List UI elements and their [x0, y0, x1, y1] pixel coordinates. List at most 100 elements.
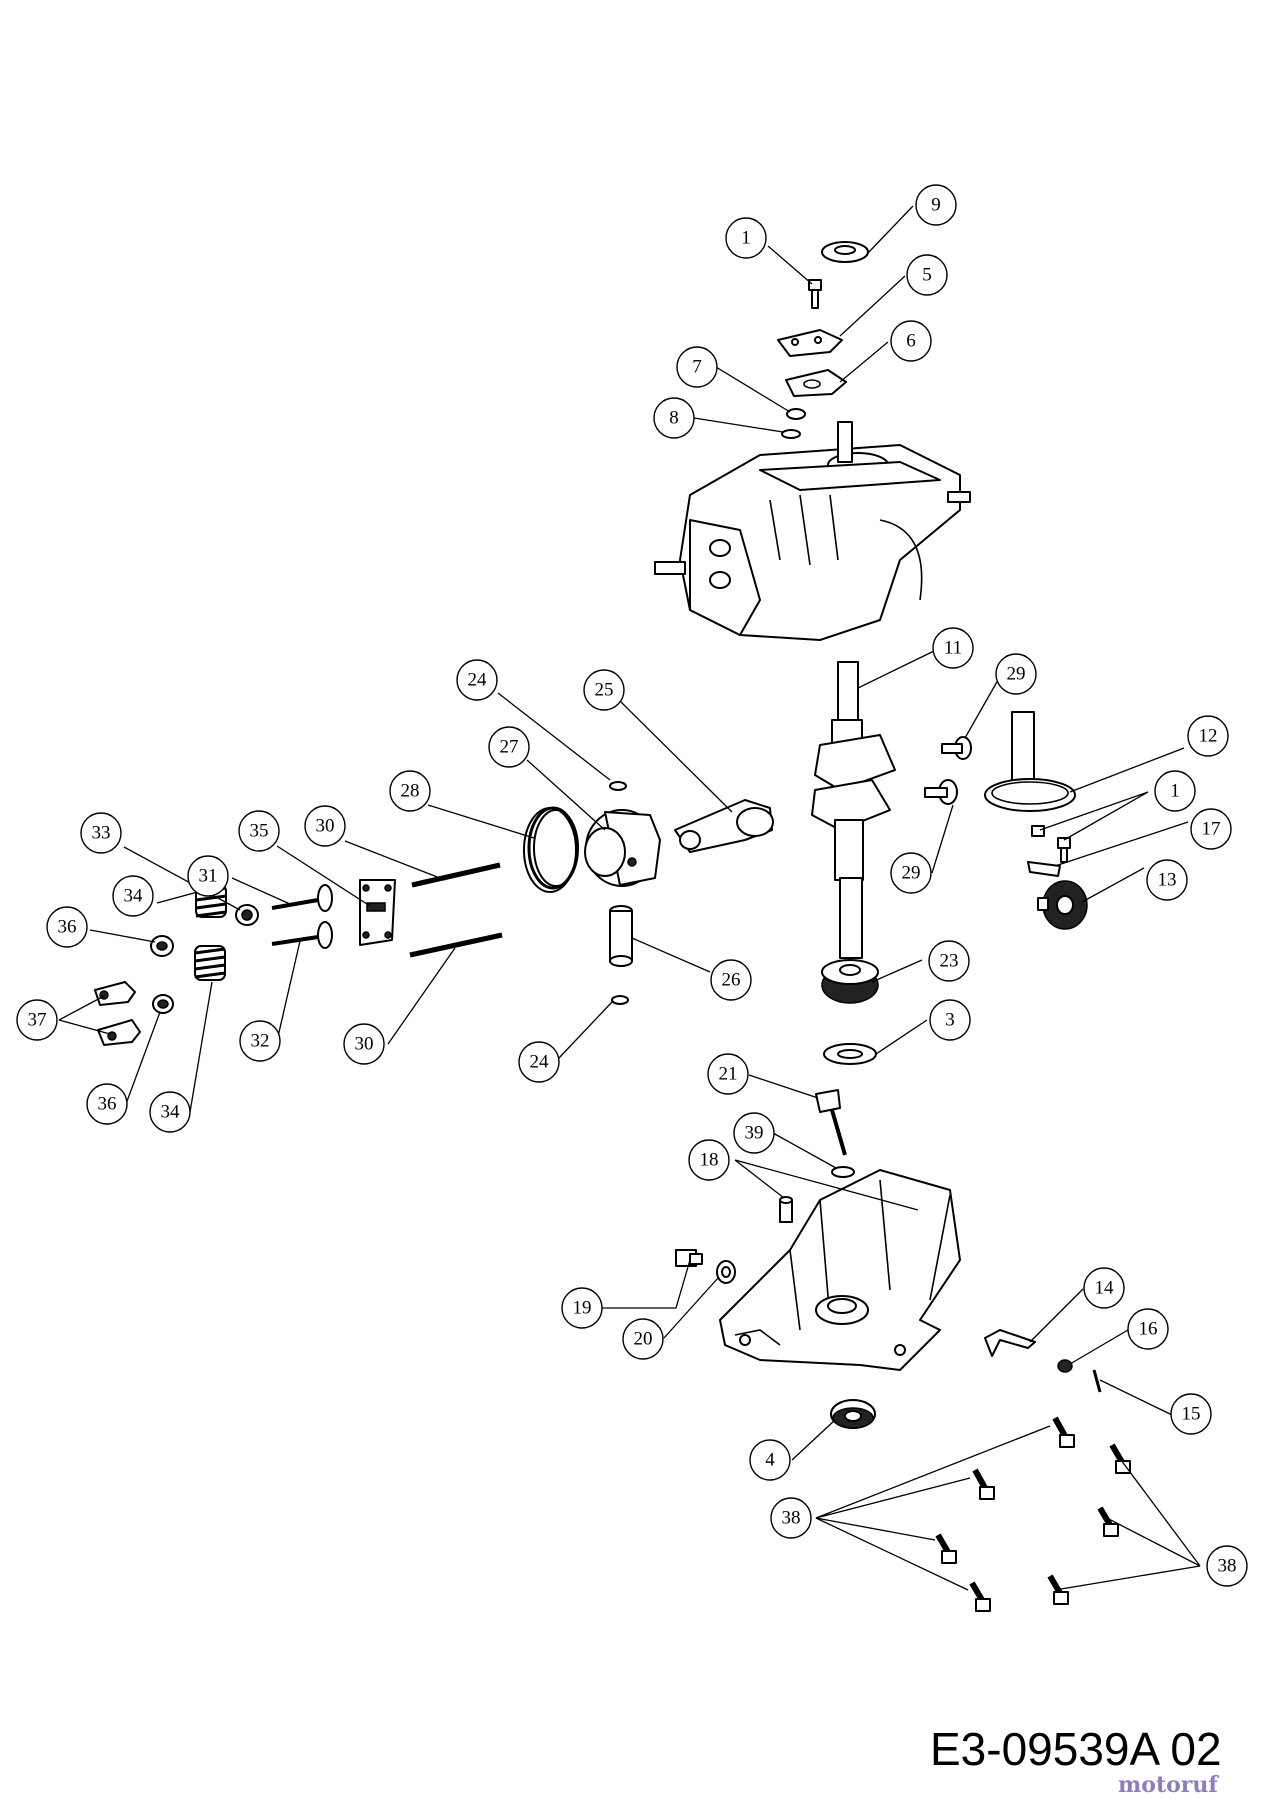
- callout-30-lower: 30: [343, 1023, 385, 1065]
- svg-text:14: 14: [1095, 1278, 1115, 1299]
- sump-bolt-7: [1047, 1574, 1069, 1605]
- callout-19: 19: [561, 1287, 603, 1329]
- callout-31: 31: [187, 855, 229, 897]
- svg-text:30: 30: [355, 1034, 374, 1055]
- callout-6: 6: [890, 320, 932, 362]
- svg-text:38: 38: [1218, 1556, 1237, 1577]
- svg-text:38: 38: [782, 1508, 801, 1529]
- sump-bolt-3: [935, 1533, 957, 1564]
- svg-text:33: 33: [92, 823, 111, 844]
- callout-8: 8: [653, 397, 695, 439]
- svg-text:32: 32: [251, 1031, 270, 1052]
- svg-text:4: 4: [765, 1450, 775, 1471]
- intake-valve: [271, 884, 333, 912]
- bolt-pair: [1031, 825, 1071, 863]
- parts-drawing: [94, 241, 1131, 1612]
- svg-text:15: 15: [1182, 1404, 1201, 1425]
- callout-29-lower: 29: [890, 852, 932, 894]
- svg-text:29: 29: [1007, 664, 1026, 685]
- valve-washer: [786, 408, 806, 420]
- callout-37: 37: [16, 999, 58, 1041]
- svg-text:34: 34: [161, 1102, 181, 1123]
- callout-34-lower: 34: [149, 1091, 191, 1133]
- o-ring: [781, 429, 801, 439]
- connecting-rod: [674, 799, 774, 853]
- crankshaft: [811, 661, 896, 959]
- governor-shaft: [984, 1329, 1036, 1357]
- callout-35: 35: [238, 810, 280, 852]
- callout-21: 21: [707, 1053, 749, 1095]
- callout-4: 4: [749, 1439, 791, 1481]
- callout-11: 11: [932, 627, 974, 669]
- callout-7: 7: [676, 346, 718, 388]
- svg-text:7: 7: [692, 357, 702, 378]
- oil-seal-bottom: [830, 1399, 876, 1429]
- camshaft-pin-upper: [941, 736, 972, 760]
- svg-text:26: 26: [722, 970, 741, 991]
- callout-36-lower: 36: [86, 1083, 128, 1125]
- callout-32: 32: [239, 1020, 281, 1062]
- svg-text:6: 6: [906, 331, 916, 352]
- callout-27: 27: [488, 726, 530, 768]
- piston-pin-clip-lower: [611, 995, 629, 1005]
- sump-bolt-1: [1052, 1416, 1075, 1448]
- drain-plug-washer: [716, 1260, 736, 1284]
- breather-plate: [777, 329, 843, 357]
- svg-text:1: 1: [1170, 781, 1180, 802]
- crankshaft-gear: [821, 959, 879, 1004]
- spring-retainer-lower: [152, 994, 174, 1014]
- push-rod-lower: [409, 932, 503, 958]
- governor-bracket: [1027, 861, 1061, 877]
- svg-text:23: 23: [940, 951, 959, 972]
- svg-text:1: 1: [741, 228, 751, 249]
- valve-stem-seal: [235, 904, 259, 926]
- svg-text:39: 39: [745, 1123, 764, 1144]
- callout-1-bolt-top: 1: [725, 217, 767, 259]
- svg-text:30: 30: [316, 816, 335, 837]
- callout-38-right: 38: [1206, 1545, 1248, 1587]
- svg-text:29: 29: [902, 863, 921, 884]
- drawing-number: E3-09539A 02: [930, 1723, 1222, 1775]
- push-rod-upper: [411, 862, 501, 888]
- callout-12: 12: [1187, 715, 1229, 757]
- svg-text:27: 27: [500, 737, 519, 758]
- exhaust-valve: [271, 921, 333, 949]
- callout-14: 14: [1083, 1267, 1125, 1309]
- svg-text:21: 21: [719, 1064, 738, 1085]
- svg-text:3: 3: [945, 1010, 955, 1031]
- callout-38-left: 38: [770, 1497, 812, 1539]
- svg-text:16: 16: [1139, 1319, 1158, 1340]
- governor-pin: [1092, 1369, 1102, 1393]
- push-rod-guide-plate: [359, 879, 396, 946]
- svg-text:25: 25: [595, 680, 614, 701]
- svg-text:36: 36: [98, 1094, 117, 1115]
- svg-text:24: 24: [530, 1052, 550, 1073]
- callout-24-lower: 24: [518, 1041, 560, 1083]
- svg-text:13: 13: [1158, 870, 1177, 891]
- rocker-arm-upper: [94, 981, 136, 1006]
- svg-text:19: 19: [573, 1298, 592, 1319]
- svg-text:17: 17: [1202, 819, 1221, 840]
- svg-text:35: 35: [250, 821, 269, 842]
- callout-33: 33: [80, 812, 122, 854]
- callout-15: 15: [1170, 1393, 1212, 1435]
- callout-36-upper: 36: [46, 906, 88, 948]
- piston-rings: [523, 806, 579, 893]
- callout-28: 28: [389, 770, 431, 812]
- callout-26: 26: [710, 959, 752, 1001]
- callout-30-upper: 30: [304, 805, 346, 847]
- camshaft-gear: [984, 711, 1076, 812]
- svg-text:8: 8: [669, 408, 679, 429]
- breather-gasket: [785, 369, 847, 397]
- callout-25: 25: [583, 669, 625, 711]
- svg-text:28: 28: [401, 781, 420, 802]
- svg-text:18: 18: [700, 1150, 719, 1171]
- dipstick-o-ring: [831, 1166, 855, 1178]
- callout-5: 5: [906, 254, 948, 296]
- governor-gear: [1037, 880, 1088, 930]
- cylinder-block: [654, 421, 971, 641]
- callout-18: 18: [688, 1139, 730, 1181]
- bolt-top: [808, 279, 822, 309]
- callout-24-upper: 24: [456, 659, 498, 701]
